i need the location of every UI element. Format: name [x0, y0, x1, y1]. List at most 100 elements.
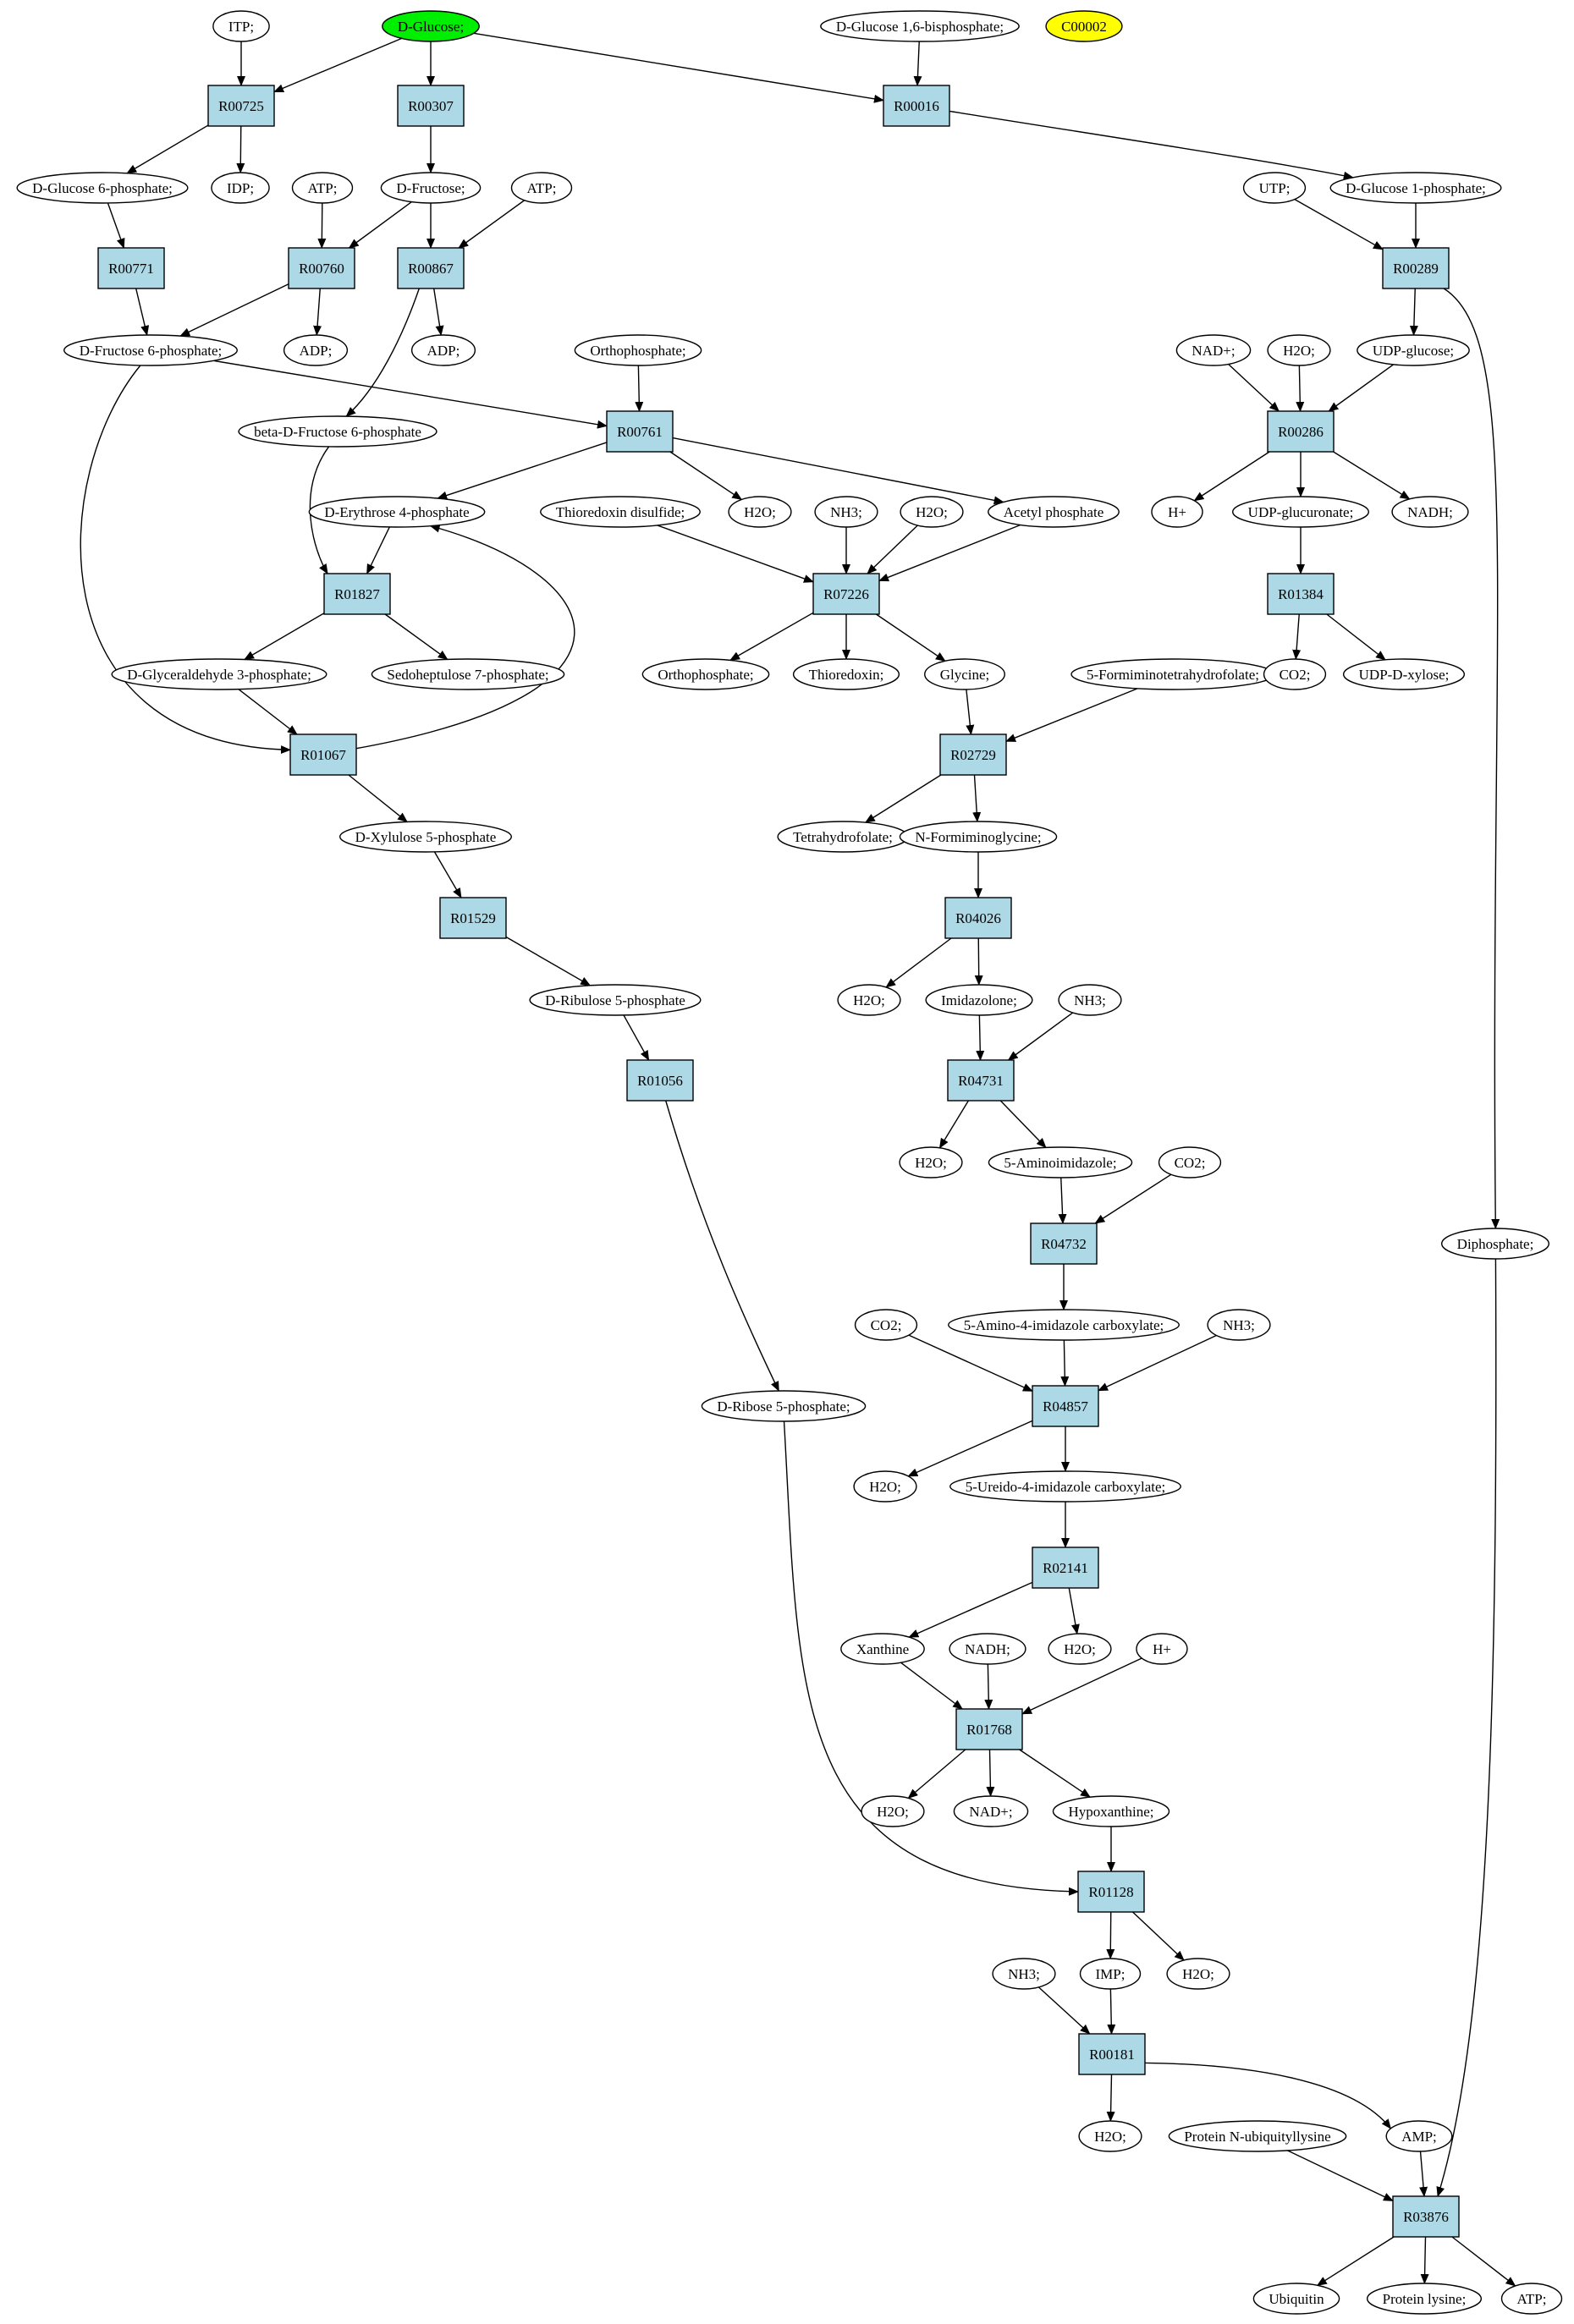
compound-node-c00002[interactable]: C00002	[1045, 10, 1123, 42]
reaction-node-R01529[interactable]: R01529	[439, 897, 507, 939]
compound-node-diphos[interactable]: Diphosphate;	[1440, 1228, 1550, 1260]
reaction-node-R01768[interactable]: R01768	[955, 1708, 1023, 1750]
reaction-node-R03876[interactable]: R03876	[1392, 2195, 1460, 2238]
compound-node-gap[interactable]: D-Glyceraldehyde 3-phosphate;	[111, 658, 327, 690]
compound-node-h2o_b[interactable]: H2O;	[728, 496, 792, 528]
compound-node-nh3_c[interactable]: NH3;	[1207, 1309, 1271, 1341]
reaction-node-R01128[interactable]: R01128	[1077, 1871, 1145, 1913]
compound-node-adp2[interactable]: ADP;	[410, 334, 476, 366]
compound-node-nadp2[interactable]: NAD+;	[953, 1795, 1029, 1827]
compound-node-g1p[interactable]: D-Glucose 1-phosphate;	[1329, 172, 1502, 204]
compound-node-ubiquitin[interactable]: Ubiquitin	[1252, 2283, 1340, 2315]
compound-node-fructose[interactable]: D-Fructose;	[380, 172, 482, 204]
compound-node-e4p[interactable]: D-Erythrose 4-phosphate	[308, 496, 486, 528]
compound-node-co2_a[interactable]: CO2;	[1263, 658, 1327, 690]
compound-node-co2_b[interactable]: CO2;	[1158, 1146, 1222, 1178]
compound-node-udpglc[interactable]: UDP-glucose;	[1357, 334, 1470, 366]
reaction-node-R04731[interactable]: R04731	[947, 1059, 1015, 1102]
compound-node-xanthine[interactable]: Xanthine	[840, 1633, 925, 1665]
compound-node-ru5p[interactable]: D-Ribulose 5-phosphate	[529, 984, 702, 1016]
compound-node-thio[interactable]: Thioredoxin;	[792, 658, 900, 690]
reaction-node-R00307[interactable]: R00307	[397, 85, 465, 127]
compound-node-h2o_f[interactable]: H2O;	[853, 1470, 917, 1503]
reaction-node-R01056[interactable]: R01056	[626, 1059, 694, 1102]
compound-node-fthf[interactable]: 5-Formiminotetrahydrofolate;	[1070, 658, 1275, 690]
reaction-node-R04026[interactable]: R04026	[944, 897, 1012, 939]
edge-R00289-to-udpglc	[1409, 288, 1418, 337]
compound-node-h2o_a[interactable]: H2O;	[1267, 334, 1331, 366]
reaction-node-R00771[interactable]: R00771	[97, 247, 165, 289]
compound-node-plys[interactable]: Protein lysine;	[1366, 2283, 1483, 2315]
compound-node-hplus2[interactable]: H+	[1136, 1633, 1188, 1665]
reaction-node-R02729[interactable]: R02729	[939, 733, 1007, 776]
compound-node-h2o_e[interactable]: H2O;	[899, 1146, 963, 1178]
compound-node-h2o_j[interactable]: H2O;	[1078, 2120, 1142, 2152]
reaction-node-R00286[interactable]: R00286	[1267, 410, 1335, 453]
node-label: CO2;	[1280, 667, 1311, 683]
compound-node-nadh1[interactable]: NADH;	[1391, 496, 1469, 528]
reaction-node-R00760[interactable]: R00760	[288, 247, 355, 289]
compound-node-udpglcur[interactable]: UDP-glucuronate;	[1231, 496, 1370, 528]
compound-node-imidazolone[interactable]: Imidazolone;	[925, 984, 1033, 1016]
compound-node-nh3_b[interactable]: NH3;	[1058, 984, 1122, 1016]
compound-node-glucose[interactable]: D-Glucose;	[382, 10, 480, 42]
compound-node-h2o_c[interactable]: H2O;	[900, 496, 964, 528]
compound-node-hypox[interactable]: Hypoxanthine;	[1052, 1795, 1170, 1827]
compound-node-nh3_a[interactable]: NH3;	[814, 496, 878, 528]
compound-node-r5p[interactable]: D-Ribose 5-phosphate;	[701, 1390, 867, 1422]
reaction-node-R00867[interactable]: R00867	[397, 247, 465, 289]
compound-node-thf[interactable]: Tetrahydrofolate;	[777, 821, 909, 853]
compound-ellipse	[380, 172, 482, 204]
compound-node-bf6p[interactable]: beta-D-Fructose 6-phosphate	[238, 415, 438, 448]
compound-node-acp[interactable]: Acetyl phosphate	[988, 496, 1120, 528]
compound-node-adp1[interactable]: ADP;	[283, 334, 349, 366]
reaction-node-R00289[interactable]: R00289	[1382, 247, 1450, 289]
reaction-node-R00016[interactable]: R00016	[883, 85, 950, 127]
compound-node-thiodis[interactable]: Thioredoxin disulfide;	[540, 496, 701, 528]
compound-node-hplus1[interactable]: H+	[1151, 496, 1203, 528]
reaction-node-R07226[interactable]: R07226	[812, 573, 880, 615]
compound-node-pnul[interactable]: Protein N-ubiquityllysine	[1168, 2120, 1347, 2152]
compound-node-g6p[interactable]: D-Glucose 6-phosphate;	[16, 172, 189, 204]
compound-node-aic[interactable]: 5-Amino-4-imidazole carboxylate;	[948, 1309, 1180, 1341]
reaction-node-R02141[interactable]: R02141	[1032, 1547, 1099, 1589]
compound-node-h2o_h[interactable]: H2O;	[861, 1795, 925, 1827]
compound-node-h2o_i[interactable]: H2O;	[1166, 1958, 1230, 1990]
compound-node-itp[interactable]: ITP;	[212, 10, 270, 42]
reaction-node-R00725[interactable]: R00725	[207, 85, 275, 127]
compound-node-co2_c[interactable]: CO2;	[854, 1309, 918, 1341]
compound-node-s7p[interactable]: Sedoheptulose 7-phosphate;	[371, 658, 565, 690]
compound-node-nadp[interactable]: NAD+;	[1175, 334, 1252, 366]
compound-node-aimid[interactable]: 5-Aminoimidazole;	[988, 1146, 1133, 1178]
reaction-node-R01067[interactable]: R01067	[289, 733, 357, 776]
compound-node-uic[interactable]: 5-Ureido-4-imidazole carboxylate;	[949, 1470, 1181, 1503]
compound-node-amp[interactable]: AMP;	[1385, 2120, 1453, 2152]
compound-node-atp2[interactable]: ATP;	[510, 172, 573, 204]
compound-node-nh3_d[interactable]: NH3;	[992, 1958, 1056, 1990]
compound-node-x5p[interactable]: D-Xylulose 5-phosphate	[338, 821, 513, 853]
node-label: Xanthine	[856, 1641, 909, 1657]
compound-node-ortho2[interactable]: Orthophosphate;	[641, 658, 770, 690]
compound-node-f6p[interactable]: D-Fructose 6-phosphate;	[63, 334, 238, 366]
compound-node-atp1[interactable]: ATP;	[291, 172, 354, 204]
reaction-node-R00761[interactable]: R00761	[606, 410, 674, 453]
compound-node-g16bp[interactable]: D-Glucose 1,6-bisphosphate;	[820, 10, 1020, 42]
reaction-node-R04732[interactable]: R04732	[1030, 1222, 1098, 1265]
compound-node-nfgly[interactable]: N-Formiminoglycine;	[899, 821, 1058, 853]
reaction-node-R04857[interactable]: R04857	[1032, 1385, 1099, 1427]
compound-node-utp[interactable]: UTP;	[1242, 172, 1307, 204]
edge-R02729-to-nfgly	[972, 774, 982, 822]
reaction-node-R00181[interactable]: R00181	[1078, 2033, 1146, 2075]
compound-node-gly[interactable]: Glycine;	[924, 658, 1005, 690]
compound-node-h2o_d[interactable]: H2O;	[837, 984, 901, 1016]
compound-node-ortho1[interactable]: Orthophosphate;	[574, 334, 702, 366]
compound-node-udpxyl[interactable]: UDP-D-xylose;	[1342, 658, 1466, 690]
reaction-node-R01827[interactable]: R01827	[323, 573, 391, 615]
reaction-box	[883, 85, 950, 127]
compound-node-atp3[interactable]: ATP;	[1500, 2283, 1563, 2315]
reaction-node-R01384[interactable]: R01384	[1267, 573, 1335, 615]
compound-node-nadh2[interactable]: NADH;	[949, 1633, 1026, 1665]
compound-node-h2o_g[interactable]: H2O;	[1048, 1633, 1112, 1665]
compound-node-idp[interactable]: IDP;	[211, 172, 270, 204]
compound-node-imp[interactable]: IMP;	[1079, 1958, 1142, 1990]
